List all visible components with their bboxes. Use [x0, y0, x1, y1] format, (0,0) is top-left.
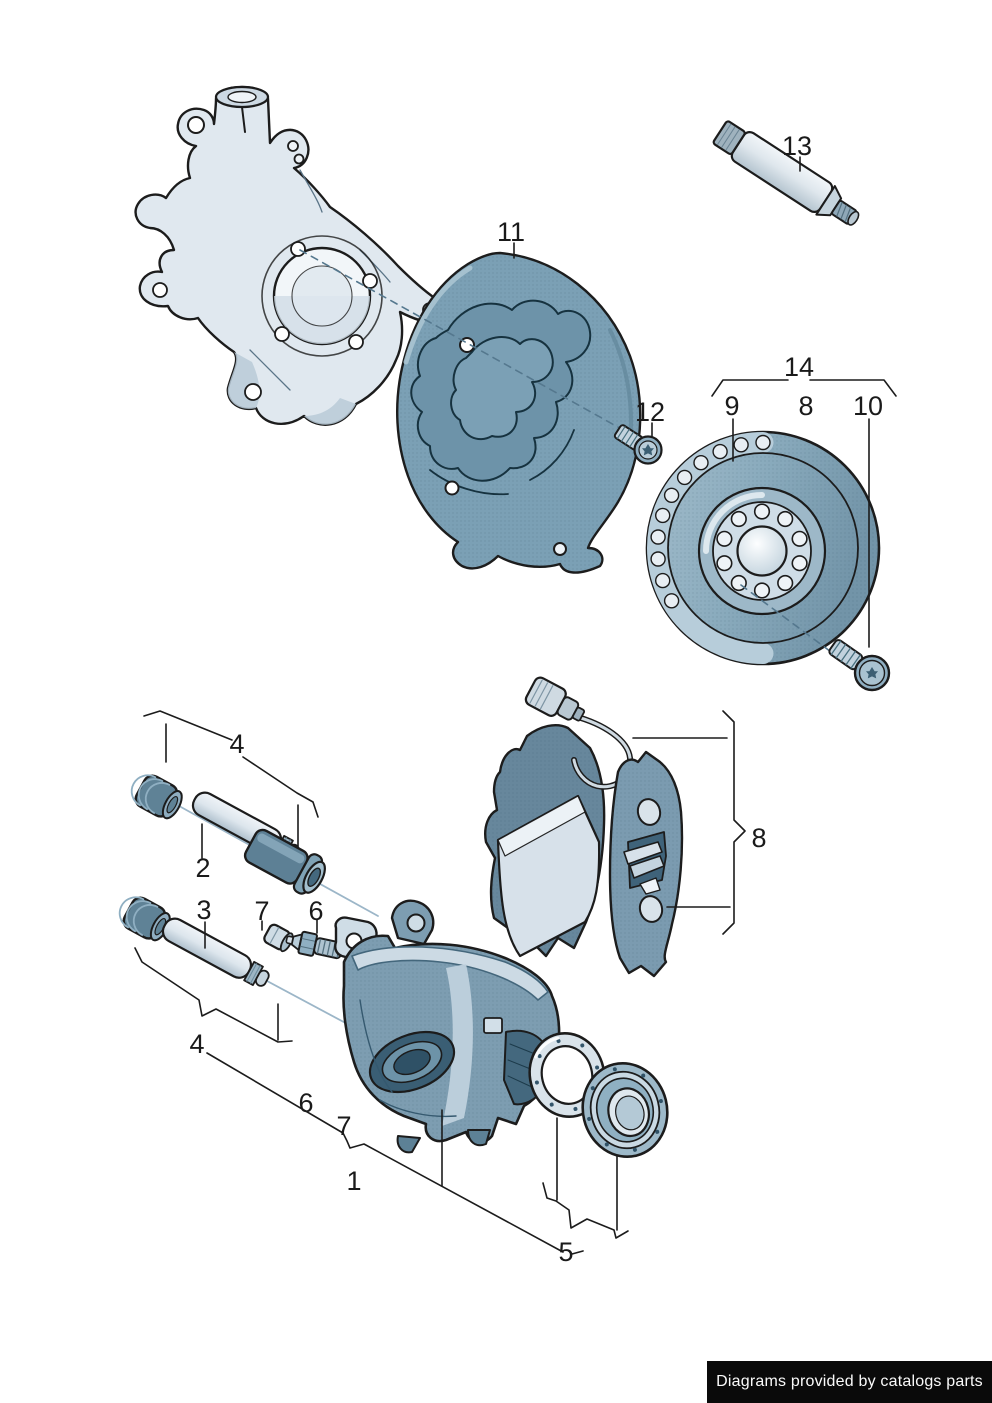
callout-12: 12 — [635, 397, 665, 427]
guide-bushing-upper — [239, 823, 333, 901]
piston-boot-ring — [581, 1061, 669, 1159]
callout-9: 9 — [724, 391, 739, 421]
brake-pad-inner — [484, 724, 606, 958]
callout-14: 14 — [784, 352, 814, 382]
disc-retaining-screw — [828, 639, 891, 692]
callout-2: 2 — [195, 853, 210, 883]
steering-knuckle — [134, 85, 446, 426]
shield-screw — [613, 424, 663, 465]
wear-sensor-connector — [524, 676, 586, 722]
disc-screw-axis-line — [740, 584, 851, 667]
shield-mounting-axis-line — [299, 249, 635, 437]
callout-7-caliper: 7 — [336, 1111, 351, 1141]
callout-4-lower: 4 — [189, 1029, 204, 1059]
callout-7-pins: 7 — [254, 896, 269, 926]
grease-tube — [712, 120, 860, 226]
brake-disc — [645, 430, 881, 666]
splash-shield — [396, 251, 642, 574]
brake-pad-outer — [608, 750, 684, 978]
callout-13: 13 — [782, 131, 812, 161]
callout-leader-lines — [134, 156, 897, 1255]
guide-pin-cap-upper — [124, 767, 188, 825]
callout-8-disc: 8 — [798, 391, 813, 421]
callout-11: 11 — [497, 217, 525, 247]
footer-credit-text: Diagrams provided by catalogs parts — [716, 1373, 983, 1390]
callout-8-pads: 8 — [751, 823, 766, 853]
callout-1: 1 — [346, 1166, 361, 1196]
callout-10: 10 — [853, 391, 883, 421]
callout-5: 5 — [558, 1237, 573, 1267]
footer-credit-bar: Diagrams provided by catalogs parts — [707, 1361, 992, 1403]
disc-bolt-holes — [716, 503, 808, 599]
disc-vent-scallops — [650, 434, 771, 609]
callout-4-upper: 4 — [229, 729, 244, 759]
guide-pin-lower — [157, 913, 274, 993]
callout-6-caliper: 6 — [298, 1088, 313, 1118]
callout-3: 3 — [196, 895, 211, 925]
brake-caliper — [334, 899, 561, 1154]
callout-6-pins: 6 — [308, 896, 323, 926]
